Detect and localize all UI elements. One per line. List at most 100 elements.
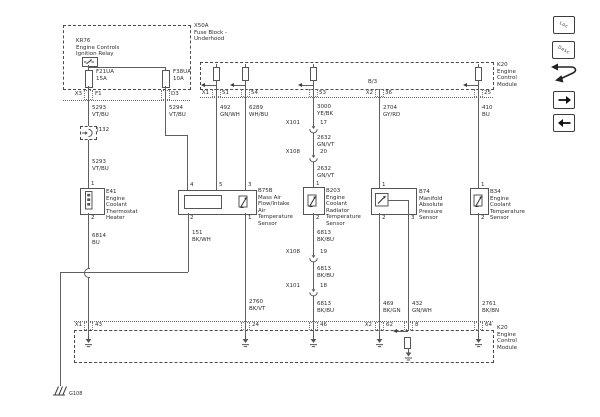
ecm-internal-stub <box>216 64 217 67</box>
component-pin-label: 1 <box>91 181 95 187</box>
wire-segment <box>88 67 165 68</box>
wire-label: 492 GN/WH <box>220 105 240 118</box>
ecm-internal-note: B/3 <box>368 79 378 85</box>
loc-button[interactable]: Loc <box>553 16 575 34</box>
pin-d3-label: D3 <box>171 91 179 97</box>
maf-element-box <box>184 195 222 209</box>
wire-label: 6813 BK/BU <box>317 266 335 279</box>
component-b203-label: B203 Engine Coolant Radiator Temperature… <box>326 188 361 227</box>
wire-label: 5293 VT/BU <box>92 159 109 172</box>
wire-label: 5293 VT/BU <box>92 105 109 118</box>
back-button[interactable] <box>553 114 575 132</box>
wire-151 <box>60 272 188 273</box>
wire-label: 151 BK/WH <box>192 230 211 243</box>
wire-151 <box>188 213 189 272</box>
wire-label: 2632 GN/VT <box>317 166 335 179</box>
wire-2704 <box>379 89 380 188</box>
wire-label: 2704 GY/RD <box>383 105 401 118</box>
component-e41-label: E41 Engine Coolant Thermostat Heater <box>106 189 138 222</box>
wire-label: 6289 WH/BU <box>249 105 269 118</box>
ecm-internal-arrow-line <box>397 331 408 332</box>
wire-hop <box>84 268 90 278</box>
pin-f1-label: F1 <box>95 91 102 97</box>
jump-navigation-icon[interactable] <box>549 60 579 87</box>
loc-button-label: Loc <box>558 20 570 30</box>
wire-5294 <box>165 86 166 135</box>
ground-g108-label: G108 <box>69 391 83 397</box>
component-pin-label: 5 <box>219 182 223 188</box>
thermistor-icon <box>473 194 483 207</box>
desc-button[interactable]: Desc <box>552 41 575 59</box>
ecm-internal-stub <box>245 64 246 67</box>
ecm-driver-symbol <box>242 67 249 81</box>
relay-contact-icon <box>84 59 94 65</box>
wire-2760 <box>245 213 246 337</box>
pin-54-label: 54 <box>251 90 258 96</box>
wire-151 <box>60 272 61 386</box>
connector-x1-label: X1 <box>74 322 82 328</box>
pressure-sensor-icon <box>375 193 389 207</box>
fuse-block-connector-row <box>63 100 190 101</box>
pin-62-label: 62 <box>386 322 393 328</box>
wire-label: 3000 YE/BK <box>317 104 334 117</box>
component-b74-label: B74 Manifold Absolute Pressure Sensor <box>419 189 444 222</box>
component-pin-label: 2 <box>481 215 485 221</box>
wire-432 <box>408 200 409 331</box>
wire-5294 <box>187 135 188 190</box>
relay-label: KR76 Engine Controls Ignition Relay <box>76 38 120 58</box>
pin-terminal-box <box>404 322 413 330</box>
ecm-driver-symbol <box>213 67 220 81</box>
ground-icon <box>310 336 317 348</box>
forward-button[interactable] <box>553 91 575 109</box>
connector-x1-label: X1 <box>201 90 209 96</box>
ecm-internal-resistor <box>404 337 411 349</box>
pin-terminal-box <box>241 322 250 330</box>
wire-label: 5294 VT/BU <box>169 105 186 118</box>
ground-icon <box>85 336 92 348</box>
pin-terminal-box <box>309 322 318 330</box>
connector-x101-label: X101 <box>285 283 300 289</box>
component-pin-label: 3 <box>411 215 415 221</box>
inline-connector-icon <box>308 153 319 163</box>
pin-18-label: 18 <box>320 283 327 289</box>
component-pin-label: 1 <box>248 215 252 221</box>
left-arrow-icon <box>298 83 302 87</box>
wire-segment <box>165 67 166 70</box>
ecm-internal-stub <box>478 64 479 67</box>
ecm-bottom-box <box>74 330 494 363</box>
wire-2761 <box>478 213 479 337</box>
ecm-top-connector-row <box>200 97 493 98</box>
wire-6813 <box>313 213 314 337</box>
ecm-top-box <box>200 62 494 90</box>
thermistor-icon <box>238 195 248 208</box>
pin-terminal-box <box>84 322 93 330</box>
ecm-internal-stub <box>408 348 409 352</box>
ecm-internal-arrow-line <box>205 85 216 86</box>
ground-icon <box>475 336 482 348</box>
left-arrow-icon <box>463 83 467 87</box>
fuse-f38ua-label: F38UA 10A <box>173 69 191 82</box>
ecm-internal-arrow-line <box>234 85 245 86</box>
left-arrow-icon <box>557 119 570 127</box>
pin-53-label: 53 <box>319 90 326 96</box>
fuse-f21ua-label: F21UA 15A <box>96 69 114 82</box>
wire-label: 6813 BK/BU <box>317 301 335 314</box>
splice-j132-label: J132 <box>97 127 110 133</box>
wire-410 <box>478 80 479 188</box>
pin-64-label: 64 <box>485 322 492 328</box>
heater-element-icon <box>85 191 93 210</box>
fuse-f38ua-symbol <box>162 70 170 88</box>
pin-46-label: 46 <box>320 322 327 328</box>
component-pin-label: 2 <box>91 215 95 221</box>
inline-connector-icon <box>308 253 319 263</box>
pin-36-label: 36 <box>385 90 392 96</box>
component-b34-label: B34 Engine Coolant Temperature Sensor <box>490 189 525 222</box>
connector-x2-label: X2 <box>364 322 372 328</box>
wire-label: 469 BK/GN <box>383 301 401 314</box>
wire-label: 432 GN/WH <box>412 301 432 314</box>
ecm-bottom-connector-row <box>74 321 493 322</box>
pin-terminal-box <box>474 322 483 330</box>
wire-label: 410 BU <box>482 105 493 118</box>
connector-x101-label: X101 <box>285 120 300 126</box>
